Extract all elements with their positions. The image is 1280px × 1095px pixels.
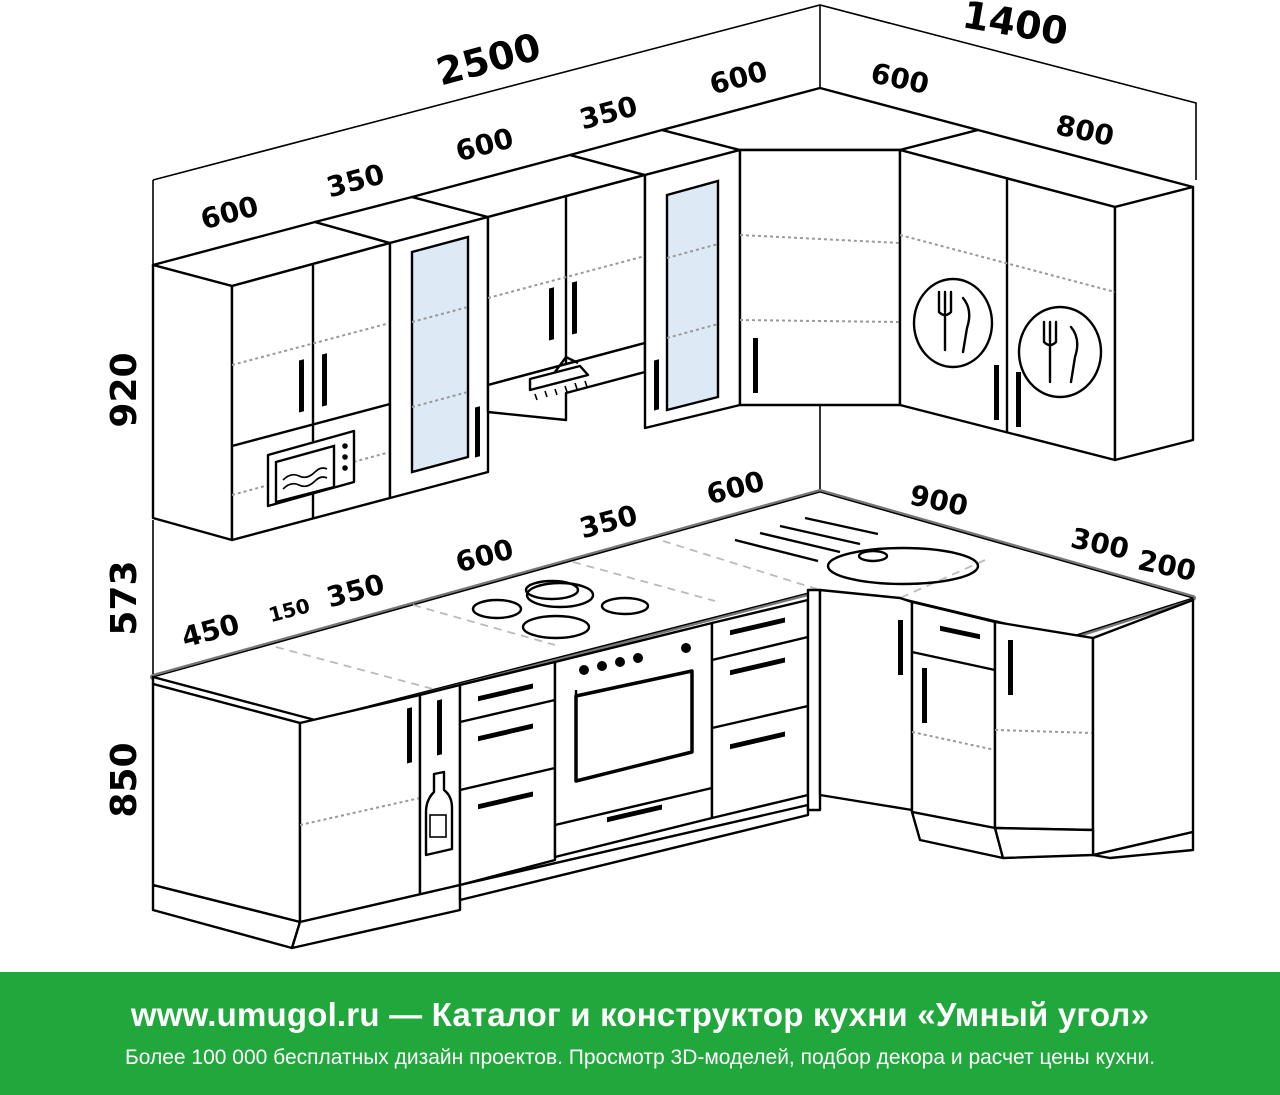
dim-lower: 300 <box>1068 521 1132 565</box>
lower-cabinet-oven <box>553 621 714 859</box>
cutlery-icon <box>912 277 994 369</box>
dim-height: 920 <box>104 352 145 427</box>
dim-upper: 600 <box>452 121 517 168</box>
upper-cabinet-left <box>151 220 392 542</box>
dim-upper: 350 <box>576 89 641 136</box>
lower-cabinet-bottle <box>290 683 462 950</box>
dim-lower: 450 <box>178 607 243 654</box>
dim-lower: 900 <box>907 478 971 522</box>
upper-cabinet-glass-2 <box>568 128 742 430</box>
dim-lower: 150 <box>266 593 313 627</box>
lower-cabinet-right <box>910 598 1195 860</box>
range-hood-icon <box>528 355 590 401</box>
dim-upper: 350 <box>323 157 388 204</box>
lower-cabinet-end <box>151 682 422 950</box>
lower-cabinet-drawers <box>458 660 557 887</box>
banner-subtitle: Более 100 000 бесплатных дизайн проектов… <box>124 1046 1156 1069</box>
wall-outline <box>152 4 1197 675</box>
dim-lower: 350 <box>323 567 388 614</box>
upper-cabinet-right <box>898 128 1195 462</box>
dim-lower: 350 <box>576 498 641 545</box>
dim-lower: 600 <box>452 532 517 579</box>
microwave-icon <box>266 429 356 508</box>
dim-upper: 600 <box>706 54 771 101</box>
upper-cabinet-glass <box>313 195 490 500</box>
cutlery-icon <box>1017 305 1103 399</box>
bottle-icon <box>424 770 454 857</box>
upper-cabinet-corner <box>660 86 980 407</box>
kitchen-drawing: 2500 1400 600 350 600 350 600 600 800 92… <box>104 0 1199 950</box>
dim-upper: 800 <box>1053 108 1117 152</box>
lower-corner-cabinet <box>806 588 914 812</box>
dim-lower: 600 <box>703 464 768 511</box>
footer-banner: www.umugol.ru — Каталог и конструктор ку… <box>0 972 1280 1095</box>
dim-height: 573 <box>104 560 145 635</box>
dim-upper-total: 2500 <box>432 25 546 95</box>
dim-upper: 600 <box>197 189 262 236</box>
banner-headline[interactable]: www.umugol.ru — Каталог и конструктор ку… <box>130 996 1150 1033</box>
dim-height: 850 <box>104 742 145 817</box>
upper-cabinet-hood <box>410 153 647 422</box>
hob-icon <box>471 579 650 640</box>
dimension-labels: 2500 1400 600 350 600 350 600 600 800 92… <box>104 0 1199 818</box>
sink-icon <box>734 516 980 586</box>
oven-icon <box>554 643 713 827</box>
dim-upper: 600 <box>868 56 932 100</box>
